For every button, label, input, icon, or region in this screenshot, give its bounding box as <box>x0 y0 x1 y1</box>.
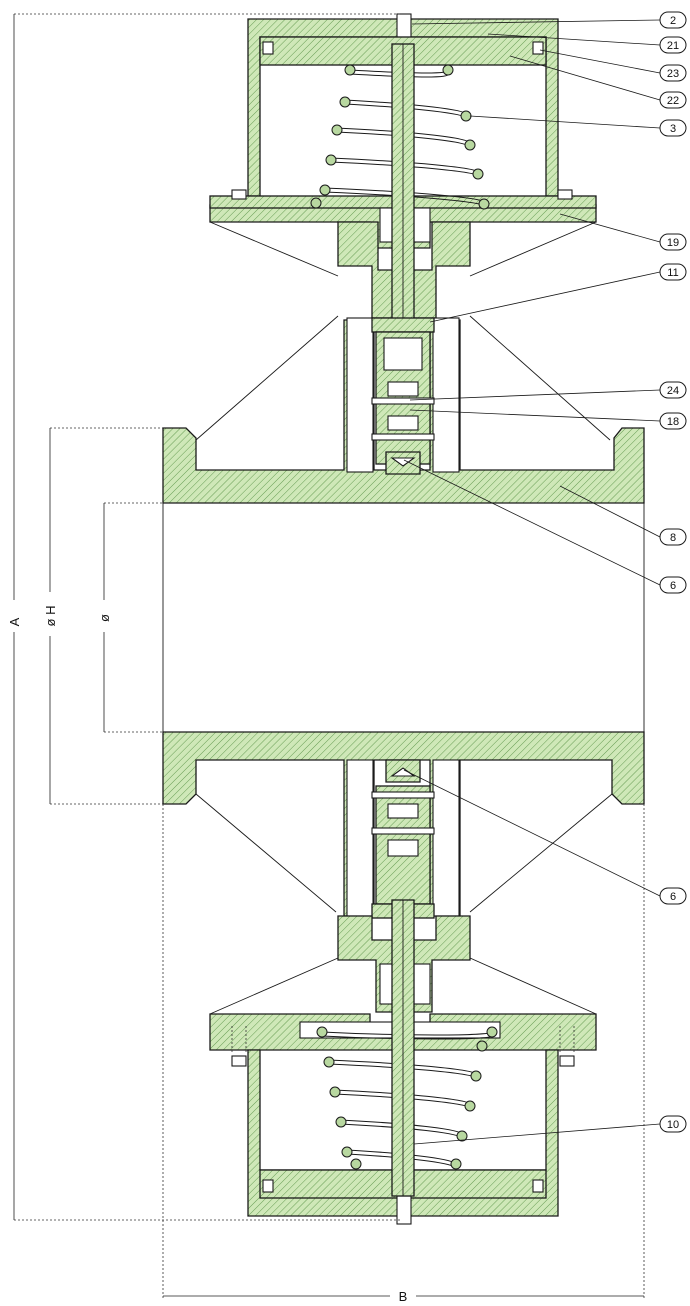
dim-a-label: A <box>7 617 22 626</box>
dimension-lines <box>13 13 645 1300</box>
callout-21: 21 <box>659 36 687 54</box>
top-spring <box>310 64 490 210</box>
callout-6-bottom-label: 6 <box>670 891 676 903</box>
dim-b-label: B <box>399 1289 408 1304</box>
dim-h-label: ø H <box>43 606 58 627</box>
callout-21-label: 21 <box>667 40 679 52</box>
callout-23-label: 23 <box>667 68 679 80</box>
callout-6-bottom: 6 <box>659 887 687 905</box>
callout-24: 24 <box>659 381 687 399</box>
callout-24-label: 24 <box>667 385 679 397</box>
top-linkage <box>371 317 435 475</box>
callout-10: 10 <box>659 1115 687 1133</box>
callout-2: 2 <box>659 11 687 29</box>
callout-22-label: 22 <box>667 95 679 107</box>
callout-8: 8 <box>659 528 687 546</box>
callout-8-label: 8 <box>670 532 676 544</box>
callout-10-label: 10 <box>667 1119 679 1131</box>
callout-19-label: 19 <box>667 237 679 249</box>
callout-18: 18 <box>659 412 687 430</box>
callout-22: 22 <box>659 91 687 109</box>
callout-11: 11 <box>659 263 687 281</box>
callout-18-label: 18 <box>667 416 679 428</box>
callout-19: 19 <box>659 233 687 251</box>
dim-bore-label: ø <box>97 614 112 622</box>
valve-body <box>162 315 645 917</box>
bottom-spring <box>316 1026 498 1170</box>
callout-leaders <box>403 19 661 1145</box>
callout-3-label: 3 <box>670 123 676 135</box>
callout-6-top: 6 <box>659 576 687 594</box>
callout-3: 3 <box>659 119 687 137</box>
callout-2-label: 2 <box>670 15 676 27</box>
callout-6-top-label: 6 <box>670 580 676 592</box>
callout-23: 23 <box>659 64 687 82</box>
bottom-linkage <box>371 759 435 919</box>
callout-11-label: 11 <box>667 267 678 279</box>
